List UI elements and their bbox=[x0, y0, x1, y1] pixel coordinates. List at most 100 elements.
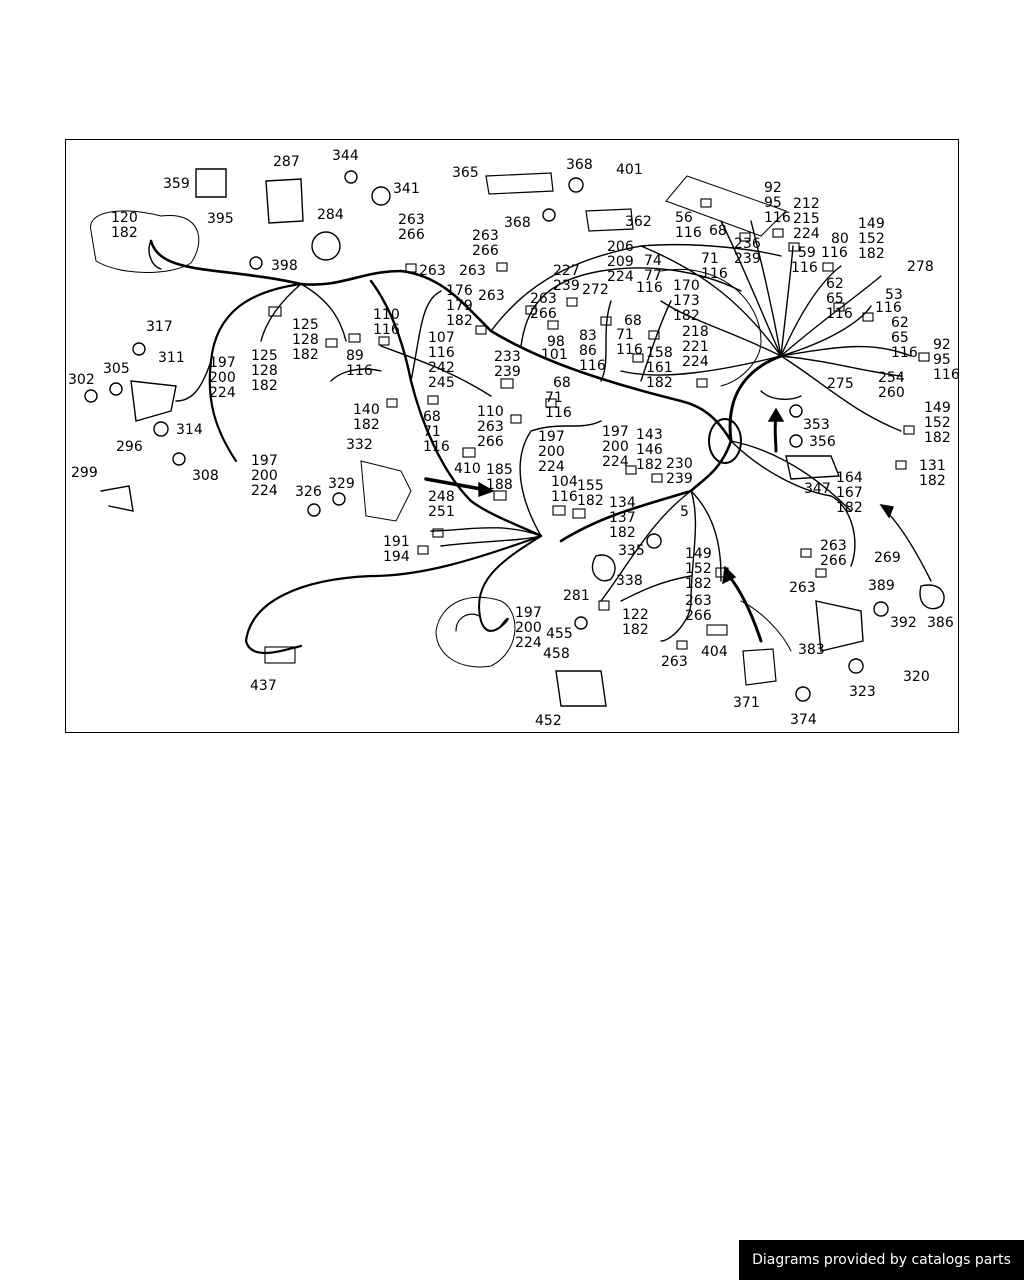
callout-part-number: 398 bbox=[271, 258, 298, 274]
callout-part-number: 263 bbox=[459, 263, 486, 279]
callout-part-number: 107 bbox=[428, 330, 455, 346]
callout-part-number: 95 bbox=[764, 195, 782, 211]
callout-part-number: 59 bbox=[798, 245, 816, 261]
callout-part-number: 116 bbox=[346, 363, 373, 379]
callout-c347: 347 bbox=[804, 481, 831, 497]
callout-part-number: 224 bbox=[251, 483, 278, 499]
callout-c263c: 263 bbox=[419, 263, 446, 279]
callout-part-number: 239 bbox=[734, 251, 761, 267]
callout-c401: 401 bbox=[616, 162, 643, 178]
callout-part-number: 182 bbox=[577, 493, 604, 509]
callout-part-number: 137 bbox=[609, 510, 636, 526]
callout-part-number: 71 bbox=[616, 327, 634, 343]
callout-part-number: 131 bbox=[919, 458, 946, 474]
callout-part-number: 74 bbox=[644, 253, 662, 269]
callout-part-number: 239 bbox=[666, 471, 693, 487]
callout-part-number: 116 bbox=[428, 345, 455, 361]
callout-c68a: 68 bbox=[709, 223, 727, 239]
callout-part-number: 116 bbox=[764, 210, 791, 226]
callout-part-number: 239 bbox=[553, 278, 580, 294]
callout-c383: 383 bbox=[798, 642, 825, 658]
callout-part-number: 353 bbox=[803, 417, 830, 433]
callout-c269: 269 bbox=[874, 550, 901, 566]
callout-part-number: 71 bbox=[545, 390, 563, 406]
callout-part-number: 152 bbox=[685, 561, 712, 577]
callout-part-number: 278 bbox=[907, 259, 934, 275]
callout-c320: 320 bbox=[903, 669, 930, 685]
callout-part-number: 116 bbox=[875, 300, 902, 316]
callout-part-number: 149 bbox=[924, 400, 951, 416]
callout-c296: 296 bbox=[116, 439, 143, 455]
callout-part-number: 218 bbox=[682, 324, 709, 340]
callout-part-number: 182 bbox=[292, 347, 319, 363]
callout-part-number: 224 bbox=[607, 269, 634, 285]
callout-c458: 458 bbox=[543, 646, 570, 662]
callout-part-number: 116 bbox=[636, 280, 663, 296]
callout-part-number: 266 bbox=[477, 434, 504, 450]
callout-c371: 371 bbox=[733, 695, 760, 711]
callout-part-number: 233 bbox=[494, 349, 521, 365]
callout-c452: 452 bbox=[535, 713, 562, 729]
callout-part-number: 89 bbox=[346, 348, 364, 364]
callout-part-number: 182 bbox=[685, 576, 712, 592]
callout-c311: 311 bbox=[158, 350, 185, 366]
callout-part-number: 116 bbox=[891, 345, 918, 361]
callout-part-number: 230 bbox=[666, 456, 693, 472]
callout-c374: 374 bbox=[790, 712, 817, 728]
callout-c59: 59 bbox=[798, 245, 816, 261]
callout-part-number: 65 bbox=[891, 330, 909, 346]
callout-part-number: 272 bbox=[582, 282, 609, 298]
callout-part-number: 182 bbox=[111, 225, 138, 241]
callout-part-number: 263 bbox=[820, 538, 847, 554]
callout-part-number: 176 bbox=[446, 283, 473, 299]
callout-part-number: 116 bbox=[701, 266, 728, 282]
callout-part-number: 182 bbox=[673, 308, 700, 324]
callout-c53: 53 bbox=[885, 287, 903, 303]
callout-part-number: 116 bbox=[821, 245, 848, 261]
callout-part-number: 254 bbox=[878, 370, 905, 386]
callout-c116a: 116 bbox=[821, 245, 848, 261]
callout-c5: 5 bbox=[680, 504, 689, 520]
callout-part-number: 302 bbox=[68, 372, 95, 388]
callout-part-number: 383 bbox=[798, 642, 825, 658]
callout-part-number: 452 bbox=[535, 713, 562, 729]
callout-c68c: 68 bbox=[553, 375, 571, 391]
callout-part-number: 344 bbox=[332, 148, 359, 164]
callout-part-number: 221 bbox=[682, 339, 709, 355]
callout-part-number: 200 bbox=[515, 620, 542, 636]
callout-part-number: 173 bbox=[673, 293, 700, 309]
callout-part-number: 263 bbox=[661, 654, 688, 670]
callout-part-number: 116 bbox=[826, 306, 853, 322]
callout-part-number: 389 bbox=[868, 578, 895, 594]
diagram-credit-banner: Diagrams provided by catalogs parts bbox=[739, 1240, 1024, 1280]
callout-part-number: 68 bbox=[624, 313, 642, 329]
callout-c398: 398 bbox=[271, 258, 298, 274]
callout-part-number: 197 bbox=[209, 355, 236, 371]
callout-part-number: 182 bbox=[609, 525, 636, 541]
callout-part-number: 200 bbox=[538, 444, 565, 460]
callout-part-number: 185 bbox=[486, 462, 513, 478]
callout-part-number: 116 bbox=[933, 367, 960, 383]
callout-part-number: 224 bbox=[209, 385, 236, 401]
callout-part-number: 110 bbox=[477, 404, 504, 420]
callout-part-number: 266 bbox=[685, 608, 712, 624]
callout-part-number: 365 bbox=[452, 165, 479, 181]
callout-part-number: 77 bbox=[644, 268, 662, 284]
callout-c68b: 68 bbox=[624, 313, 642, 329]
callout-part-number: 368 bbox=[566, 157, 593, 173]
callout-part-number: 116 bbox=[579, 358, 606, 374]
callout-part-number: 182 bbox=[636, 457, 663, 473]
callout-part-number: 458 bbox=[543, 646, 570, 662]
callout-part-number: 116 bbox=[791, 260, 818, 276]
